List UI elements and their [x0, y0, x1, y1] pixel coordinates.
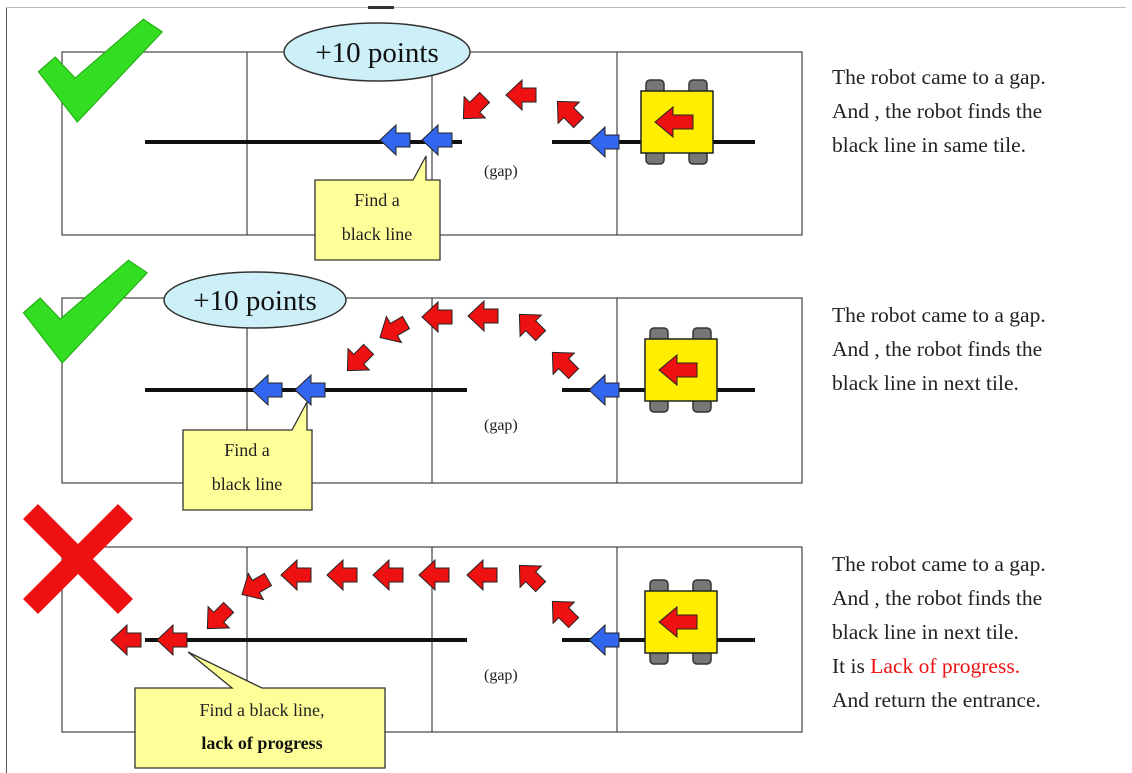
- robot-path: [379, 78, 620, 159]
- lack-of-progress-text: Lack of progress.: [870, 654, 1021, 678]
- description-line: And , the robot finds the: [832, 586, 1043, 610]
- arrow-icon: [346, 343, 375, 372]
- arrow-icon: [110, 623, 142, 657]
- arrow-icon: [588, 125, 620, 159]
- arrow-icon: [418, 558, 450, 592]
- scenario-1: (gap) +10 points Find a black line: [37, 18, 803, 261]
- find-line-callout: Find a black line: [314, 155, 441, 261]
- description-3: The robot came to a gap. And , the robot…: [832, 547, 1046, 717]
- points-badge: +10 points: [283, 22, 471, 82]
- arrow-icon: [241, 572, 273, 601]
- arrow-icon: [462, 91, 491, 120]
- check-icon: [22, 259, 149, 364]
- arrow-icon: [466, 558, 498, 592]
- arrow-icon: [518, 564, 547, 593]
- description-line: black line in next tile.: [832, 620, 1019, 644]
- description-line: black line in next tile.: [832, 371, 1019, 395]
- page-frame-left: [6, 8, 7, 773]
- arrow-icon: [326, 558, 358, 592]
- arrow-icon: [379, 315, 411, 344]
- description-1: The robot came to a gap. And , the robot…: [832, 60, 1046, 162]
- scenario-2: (gap) +10 points Find a black line: [22, 259, 803, 511]
- scenario-3: (gap) Find a black line, lack of progres…: [23, 504, 803, 769]
- find-line-callout: Find a black line: [182, 401, 313, 511]
- robot-icon: [644, 327, 718, 413]
- arrow-icon: [280, 558, 312, 592]
- arrow-icon: [588, 373, 620, 407]
- arrow-icon: [421, 123, 453, 157]
- points-badge: +10 points: [163, 271, 347, 329]
- arrow-icon: [551, 600, 580, 629]
- gap-label: (gap): [484, 163, 518, 180]
- callout-line-1: Find a: [354, 190, 400, 210]
- description-line: The robot came to a gap.: [832, 303, 1046, 327]
- robot-path: [251, 299, 620, 407]
- description-line: And , the robot finds the: [832, 337, 1043, 361]
- arrow-icon: [251, 373, 283, 407]
- description-2: The robot came to a gap. And , the robot…: [832, 298, 1046, 400]
- arrow-icon: [379, 123, 411, 157]
- description-prefix: It is: [832, 654, 871, 678]
- arrow-icon: [421, 300, 453, 334]
- description-line: The robot came to a gap.: [832, 65, 1046, 89]
- callout-line-2: black line: [342, 224, 412, 244]
- description-line: It is Lack of progress.: [832, 649, 1046, 683]
- cross-icon: [23, 504, 133, 614]
- arrow-icon: [505, 78, 537, 112]
- check-icon: [37, 18, 164, 123]
- callout-line-2: lack of progress: [201, 733, 322, 753]
- page-frame-top: [6, 7, 1126, 8]
- robot-icon: [644, 579, 718, 665]
- points-label: +10 points: [315, 37, 439, 69]
- description-line: The robot came to a gap.: [832, 552, 1046, 576]
- callout-line-2: black line: [212, 474, 282, 494]
- description-line: And , the robot finds the: [832, 99, 1043, 123]
- gap-label: (gap): [484, 667, 518, 684]
- arrow-icon: [372, 558, 404, 592]
- arrow-icon: [467, 299, 499, 333]
- callout-line-1: Find a black line,: [200, 700, 325, 720]
- arrow-icon: [294, 373, 326, 407]
- arrow-icon: [588, 623, 620, 657]
- robot-path: [110, 558, 620, 657]
- page-frame-mark: [368, 6, 394, 9]
- arrow-icon: [551, 351, 580, 380]
- gap-label: (gap): [484, 417, 518, 434]
- arrow-icon: [556, 100, 585, 129]
- arrow-icon: [518, 313, 547, 342]
- arrow-icon: [156, 623, 188, 657]
- callout-line-1: Find a: [224, 440, 270, 460]
- description-line: black line in same tile.: [832, 133, 1027, 157]
- find-line-callout: Find a black line, lack of progress: [134, 651, 386, 769]
- points-label: +10 points: [193, 285, 317, 317]
- robot-icon: [640, 79, 714, 165]
- arrow-icon: [206, 601, 235, 630]
- description-line: And return the entrance.: [832, 688, 1041, 712]
